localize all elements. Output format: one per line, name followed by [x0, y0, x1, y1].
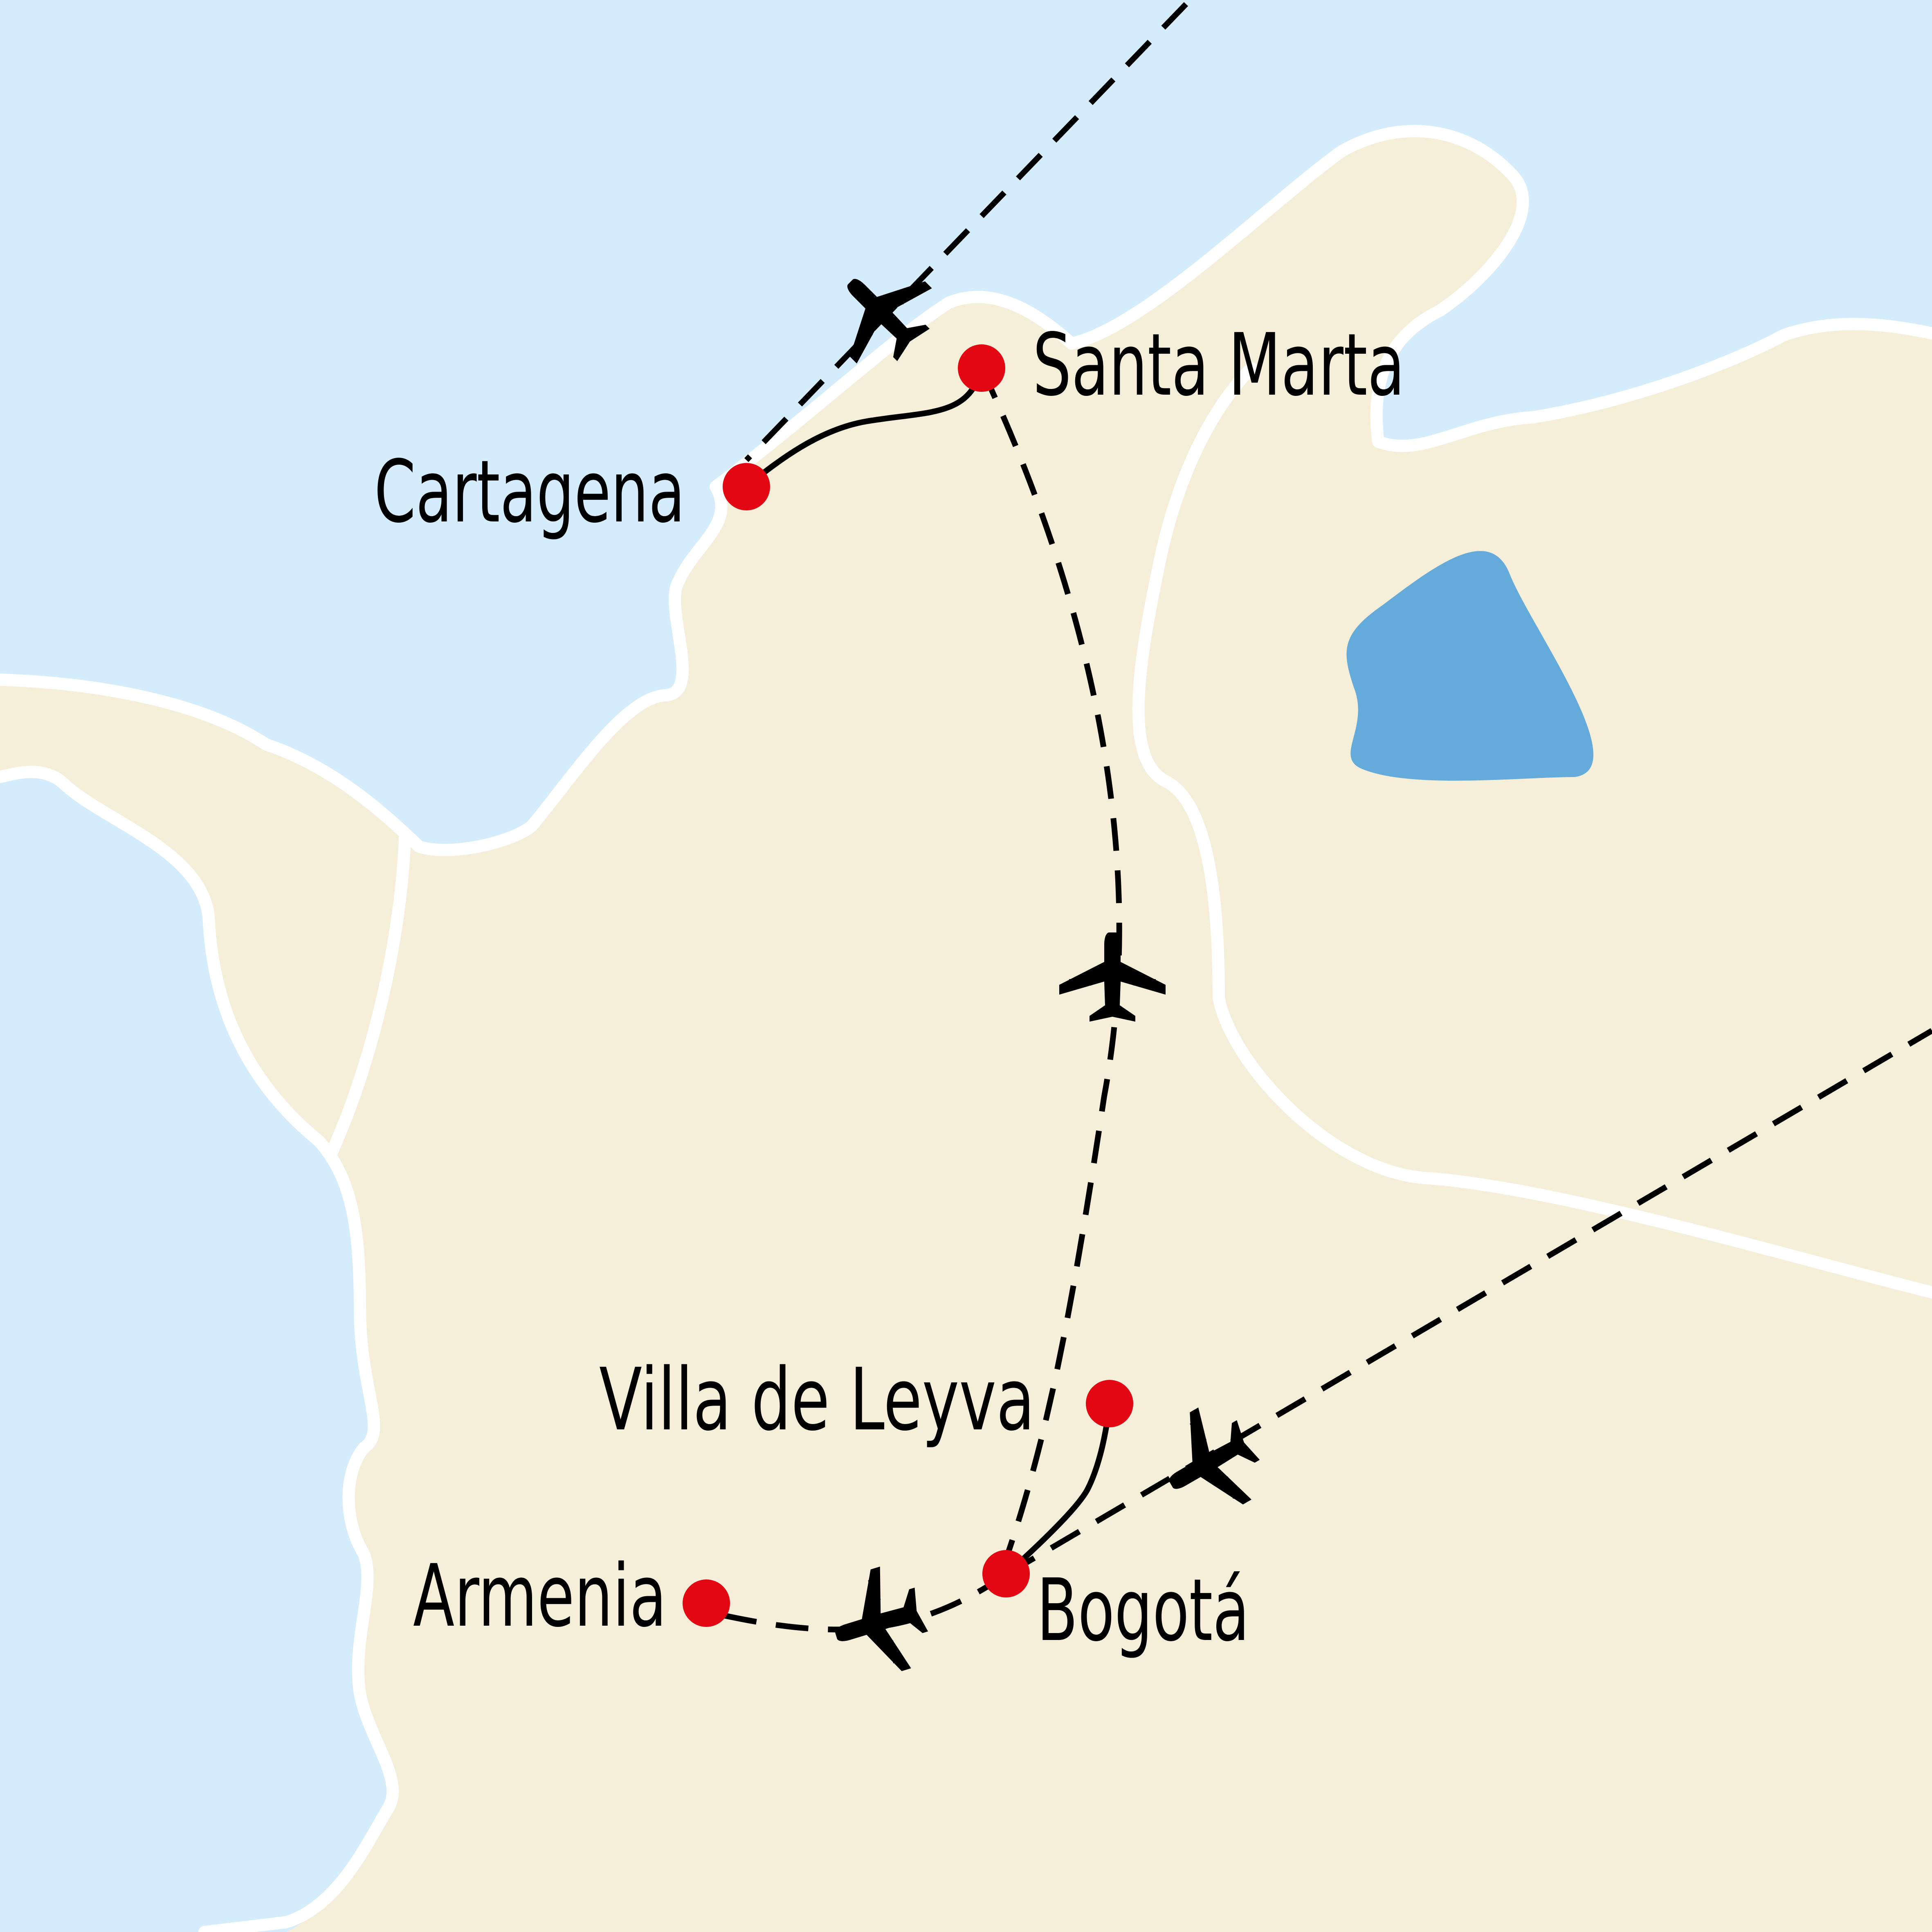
flight-route-santa-marta-bogota: [979, 367, 1122, 1572]
lake: [1346, 551, 1594, 781]
overland-route-cartagena-santa-marta: [746, 365, 984, 487]
city-label-bogota: Bogotá: [1037, 1560, 1249, 1660]
coastline: [0, 125, 1932, 856]
city-marker-cartagena[interactable]: [723, 463, 770, 510]
flight-route-international-cartagena: [744, 2, 1188, 462]
city-marker-armenia[interactable]: [683, 1579, 730, 1627]
city-marker-santa-marta[interactable]: [958, 344, 1005, 392]
city-label-cartagena: Cartagena: [374, 442, 685, 542]
city-marker-villa-de-leyva[interactable]: [1086, 1380, 1133, 1427]
city-marker-bogota[interactable]: [982, 1550, 1030, 1597]
region-border: [1132, 362, 1932, 1298]
flight-route-bogota-international: [1004, 1028, 1932, 1577]
region-border: [325, 832, 411, 1159]
city-label-armenia: Armenia: [413, 1546, 667, 1646]
city-label-santa-marta: Santa Marta: [1033, 315, 1405, 415]
coastline: [0, 766, 399, 1932]
city-label-villa-de-leyva: Villa de Leyva: [599, 1350, 1035, 1450]
